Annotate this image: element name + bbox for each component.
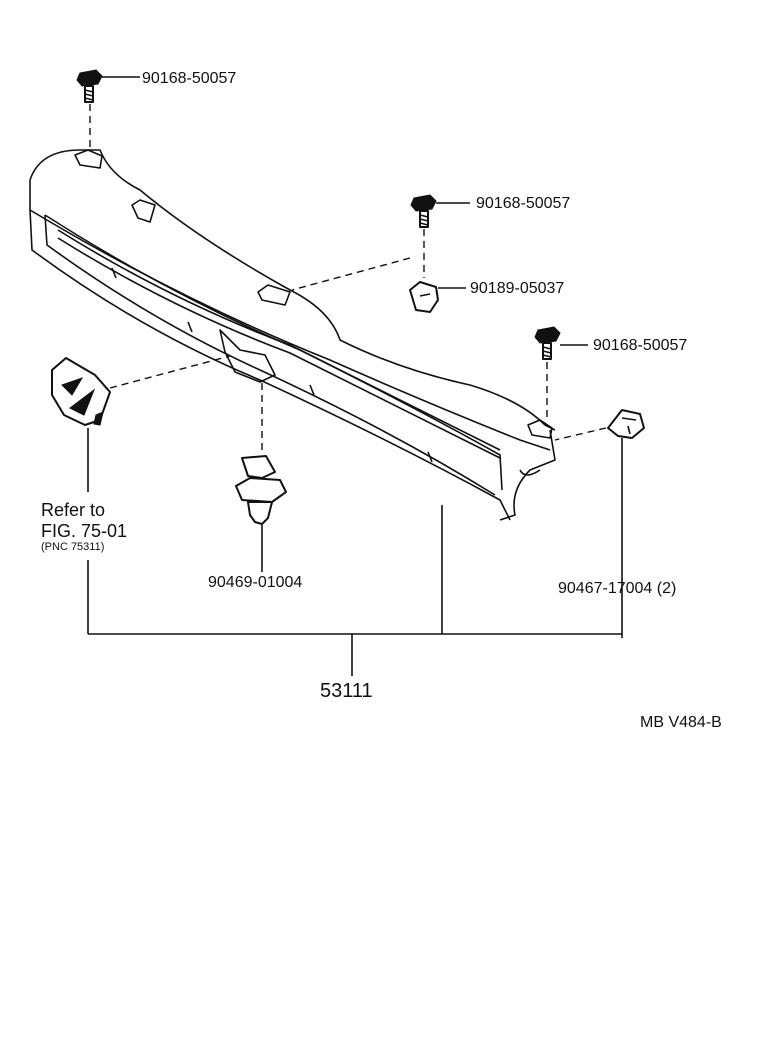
- clip-icon: [607, 409, 645, 439]
- clip-icon: [235, 455, 287, 525]
- pnc-reference: (PNC 75311): [41, 541, 105, 553]
- assembly-part-number: 53111: [320, 680, 373, 702]
- refer-to-label: Refer to: [41, 500, 106, 520]
- part-number-nut-mid: 90189-05037: [470, 280, 565, 297]
- part-number-bolt-top: 90168-50057: [142, 70, 237, 87]
- bolt-icon: [534, 326, 561, 360]
- bolt-icon: [410, 194, 437, 228]
- nut-icon: [409, 281, 439, 313]
- part-number-bolt-mid: 90168-50057: [476, 195, 571, 212]
- part-number-bolt-right: 90168-50057: [593, 337, 688, 354]
- part-number-clip-bottom: 90469-01004: [208, 574, 303, 591]
- emblem-icon: [51, 357, 111, 426]
- drawing-code: MB V484-B: [640, 714, 722, 731]
- bolt-icon: [76, 69, 103, 103]
- part-number-clip-right: 90467-17004 (2): [558, 580, 677, 597]
- figure-reference: FIG. 75-01: [41, 521, 128, 541]
- radiator-grille: [29, 149, 556, 521]
